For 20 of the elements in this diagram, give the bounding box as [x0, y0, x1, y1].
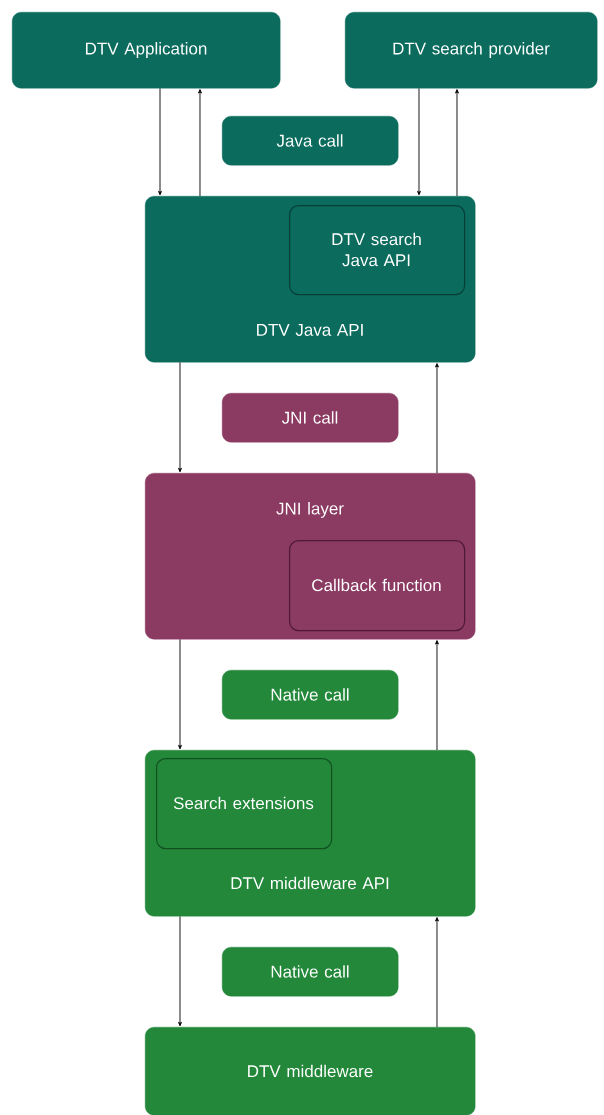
arrow — [178, 361, 182, 473]
layer-box: DTV middleware — [145, 1027, 476, 1115]
layer-box: DTV search provider — [345, 12, 598, 89]
call-label-box: JNI call — [222, 393, 399, 443]
arrow — [435, 363, 439, 474]
arrow — [417, 87, 421, 196]
arrow — [455, 89, 459, 197]
call-label-box: Java call — [222, 116, 399, 166]
inner-box: Search extensions — [156, 758, 333, 850]
call-label-box: Native call — [222, 947, 399, 997]
arrow — [178, 638, 182, 750]
arrow — [198, 89, 202, 197]
inner-box: DTV search Java API — [289, 205, 466, 296]
arrow — [158, 87, 162, 196]
arrow — [435, 917, 439, 1028]
arrow — [435, 640, 439, 751]
layer-box: DTV Application — [12, 12, 281, 89]
call-label-box: Native call — [222, 670, 399, 720]
inner-box: Callback function — [289, 540, 466, 632]
arrow — [178, 915, 182, 1027]
